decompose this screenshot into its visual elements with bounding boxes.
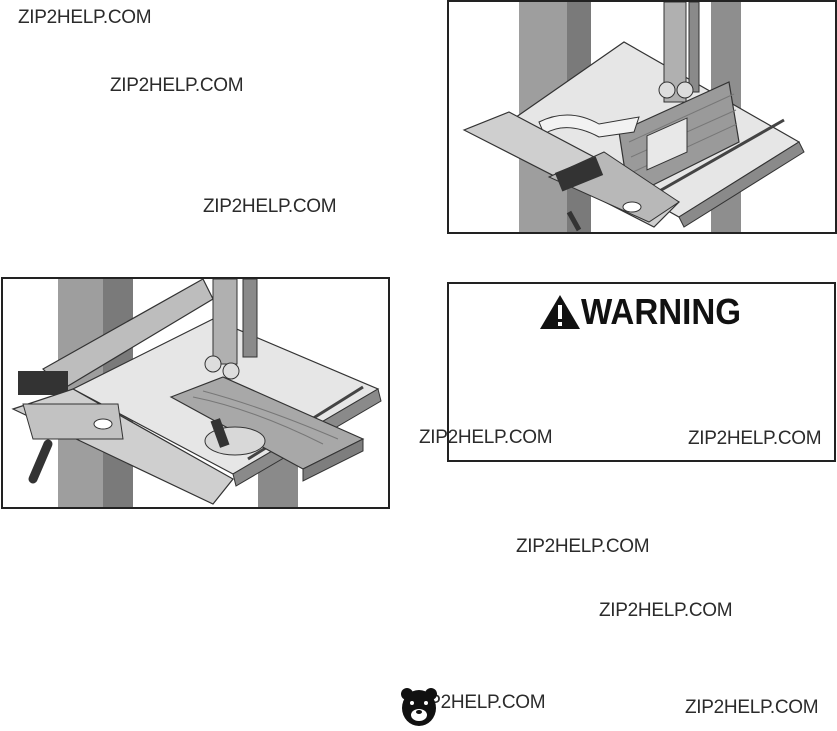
watermark-text: ZIP2HELP.COM	[516, 536, 650, 557]
watermark-text: ZIP2HELP.COM	[599, 600, 733, 621]
figure-fence-resaw	[447, 0, 837, 234]
bear-logo-icon	[401, 688, 437, 726]
warning-title: WARNING	[581, 291, 742, 332]
warning-box: WARNING	[447, 282, 836, 462]
warning-header: WARNING	[539, 290, 755, 334]
watermark-text: ZIP2HELP.COM	[685, 697, 819, 718]
watermark-text: ZIP2HELP.COM	[203, 196, 337, 217]
watermark-text: ZIP2HELP.COM	[18, 7, 152, 28]
watermark-text: ZIP2HELP.COM	[412, 692, 546, 713]
watermark-text: ZIP2HELP.COM	[688, 428, 822, 449]
watermark-text: ZIP2HELP.COM	[419, 427, 553, 448]
warning-triangle-icon	[540, 295, 580, 329]
watermark-text: ZIP2HELP.COM	[110, 75, 244, 96]
figure-miter-crosscut	[1, 277, 390, 509]
